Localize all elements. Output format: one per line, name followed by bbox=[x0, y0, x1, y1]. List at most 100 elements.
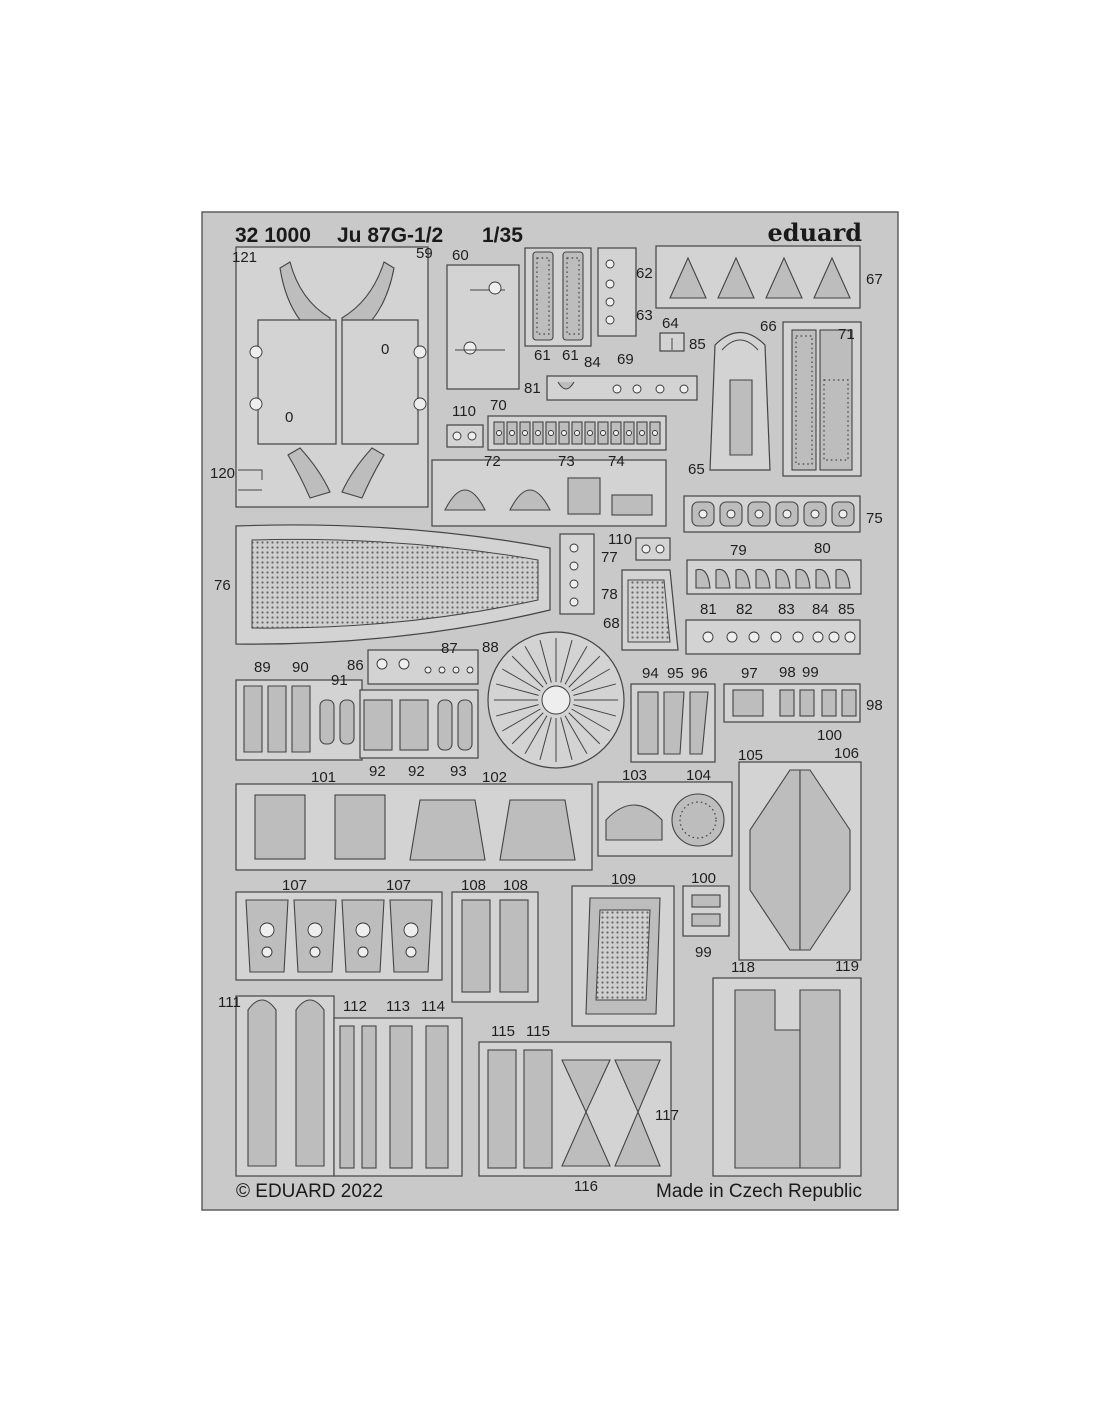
part-79-80-tab bbox=[815, 568, 831, 589]
model-name: Ju 87G-1/2 bbox=[337, 224, 443, 247]
svg-text:98: 98 bbox=[866, 697, 883, 714]
svg-text:76: 76 bbox=[214, 577, 231, 594]
part-62-63 bbox=[597, 247, 637, 337]
svg-text:107: 107 bbox=[282, 877, 307, 894]
svg-text:100: 100 bbox=[817, 727, 842, 744]
strip-70-hole bbox=[522, 430, 528, 436]
part-75-hole bbox=[782, 509, 792, 519]
svg-text:100: 100 bbox=[691, 870, 716, 887]
part-89-90-91 bbox=[235, 679, 363, 761]
svg-text:62: 62 bbox=[636, 265, 653, 282]
part-75-hole bbox=[726, 509, 736, 519]
part-79-80-tab bbox=[795, 568, 811, 589]
part-75 bbox=[683, 495, 861, 533]
part-76-mesh-panel bbox=[235, 524, 551, 645]
part-radial-disc bbox=[487, 631, 625, 769]
disc-spoke bbox=[564, 646, 588, 685]
part-115-116-117 bbox=[478, 1041, 672, 1177]
disc-spoke bbox=[524, 715, 548, 754]
strip-70-hole bbox=[600, 430, 606, 436]
disc-spoke bbox=[502, 708, 541, 732]
svg-text:81: 81 bbox=[524, 380, 541, 397]
svg-text:92: 92 bbox=[408, 763, 425, 780]
svg-text:87: 87 bbox=[441, 640, 458, 657]
part-108 bbox=[451, 891, 539, 1003]
disc-spoke bbox=[568, 712, 601, 745]
svg-text:83: 83 bbox=[778, 601, 795, 618]
svg-text:85: 85 bbox=[838, 601, 855, 618]
svg-text:61: 61 bbox=[534, 347, 551, 364]
brand-logo: eduard bbox=[768, 218, 863, 247]
svg-text:110: 110 bbox=[608, 531, 632, 548]
part-65-66 bbox=[709, 331, 771, 471]
strip-70-hole bbox=[561, 430, 567, 436]
svg-text:112: 112 bbox=[343, 998, 367, 1015]
disc-spoke bbox=[560, 639, 573, 683]
disc-spoke bbox=[539, 717, 552, 761]
part-77-78 bbox=[559, 533, 595, 615]
svg-text:91: 91 bbox=[331, 672, 348, 689]
part-79-80-tab bbox=[695, 568, 711, 589]
svg-text:92: 92 bbox=[369, 763, 386, 780]
svg-text:120: 120 bbox=[210, 465, 235, 482]
part-number-labels: 121 59 60 120 62 63 61 61 64 85 66 71 67… bbox=[210, 245, 883, 1195]
svg-text:75: 75 bbox=[866, 510, 883, 527]
part-112-113-114 bbox=[333, 1017, 463, 1177]
part-79-80-tab bbox=[755, 568, 771, 589]
part-81-85-ring bbox=[726, 631, 738, 643]
svg-text:98: 98 bbox=[779, 664, 796, 681]
svg-text:66: 66 bbox=[760, 318, 777, 335]
part-81-85-ring bbox=[748, 631, 760, 643]
svg-text:95: 95 bbox=[667, 665, 684, 682]
svg-text:115: 115 bbox=[491, 1023, 515, 1040]
svg-text:81: 81 bbox=[700, 601, 717, 618]
svg-text:68: 68 bbox=[603, 615, 620, 632]
svg-text:113: 113 bbox=[386, 998, 410, 1015]
svg-text:90: 90 bbox=[292, 659, 309, 676]
part-107-hole bbox=[355, 922, 371, 938]
part-94-95-96 bbox=[630, 683, 716, 763]
svg-text:65: 65 bbox=[688, 461, 705, 478]
part-71 bbox=[782, 321, 862, 477]
part-107 bbox=[235, 891, 443, 981]
part-67-triangles bbox=[655, 245, 861, 309]
svg-text:96: 96 bbox=[691, 665, 708, 682]
part-107-hole bbox=[307, 922, 323, 938]
part-81-85-ring bbox=[812, 631, 824, 643]
part-105-106 bbox=[738, 761, 862, 961]
svg-text:94: 94 bbox=[642, 665, 659, 682]
svg-text:70: 70 bbox=[490, 397, 507, 414]
svg-text:103: 103 bbox=[622, 767, 647, 784]
part-81-85-ring bbox=[770, 631, 782, 643]
part-92-93 bbox=[359, 689, 479, 759]
part-81-85-ring bbox=[702, 631, 714, 643]
part-70-strip bbox=[487, 415, 667, 451]
svg-text:84: 84 bbox=[584, 354, 601, 371]
part-75-hole bbox=[754, 509, 764, 519]
disc-spoke bbox=[560, 717, 573, 761]
svg-text:86: 86 bbox=[347, 657, 364, 674]
part-72-73-74 bbox=[431, 459, 667, 527]
svg-text:60: 60 bbox=[452, 247, 469, 264]
part-107-hole bbox=[357, 946, 369, 958]
strip-70-hole bbox=[587, 430, 593, 436]
disc-spoke bbox=[564, 715, 588, 754]
svg-text:82: 82 bbox=[736, 601, 753, 618]
part-97-98-99 bbox=[723, 683, 861, 723]
disc-spoke bbox=[524, 646, 548, 685]
svg-text:107: 107 bbox=[386, 877, 411, 894]
part-81-85-ring bbox=[792, 631, 804, 643]
part-75-hole bbox=[810, 509, 820, 519]
part-118-119 bbox=[712, 977, 862, 1177]
strip-70-hole bbox=[548, 430, 554, 436]
svg-text:93: 93 bbox=[450, 763, 467, 780]
svg-text:67: 67 bbox=[866, 271, 883, 288]
part-111 bbox=[235, 995, 335, 1177]
svg-text:78: 78 bbox=[601, 586, 618, 603]
svg-text:99: 99 bbox=[802, 664, 819, 681]
svg-text:104: 104 bbox=[686, 767, 711, 784]
svg-text:102: 102 bbox=[482, 769, 507, 786]
svg-text:97: 97 bbox=[741, 665, 758, 682]
disc-spoke bbox=[495, 704, 539, 717]
